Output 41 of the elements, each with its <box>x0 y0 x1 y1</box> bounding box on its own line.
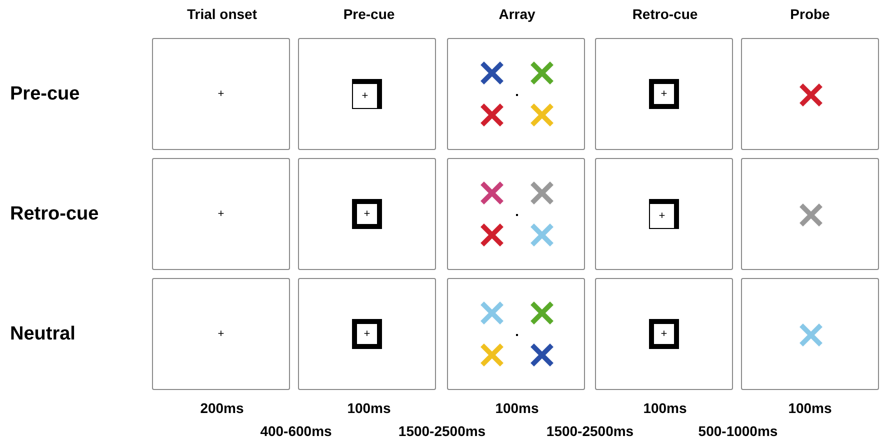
duration-label: 200ms <box>200 401 244 415</box>
duration-label: 500-1000ms <box>698 424 778 438</box>
row-label: Neutral <box>10 324 76 344</box>
column-header: Pre-cue <box>343 7 395 21</box>
column-header: Retro-cue <box>632 7 698 21</box>
duration-label: 100ms <box>495 401 539 415</box>
display-screen <box>595 278 733 390</box>
duration-label: 100ms <box>643 401 687 415</box>
fixation-cross: + <box>218 88 224 100</box>
column-header: Array <box>498 7 536 21</box>
duration-label: 100ms <box>347 401 391 415</box>
duration-label: 1500-2500ms <box>398 424 486 438</box>
display-screen <box>741 278 879 390</box>
fixation-cross: + <box>658 210 666 222</box>
fixation-cross: + <box>660 328 668 340</box>
display-screen <box>298 278 436 390</box>
fixation-cross: + <box>364 328 370 340</box>
display-screen <box>152 278 290 390</box>
row-label: Pre-cue <box>10 84 80 104</box>
fixation-cross: + <box>218 328 224 340</box>
column-header: Probe <box>790 7 830 21</box>
duration-label: 100ms <box>788 401 832 415</box>
display-screen <box>595 38 733 150</box>
display-screen <box>298 158 436 270</box>
display-screen <box>447 278 585 390</box>
fixation-cross: + <box>218 208 224 220</box>
fixation-cross: + <box>364 208 370 220</box>
fixation-cross: + <box>362 90 368 102</box>
display-screen <box>152 158 290 270</box>
display-screen <box>447 38 585 150</box>
display-screen <box>741 158 879 270</box>
duration-label: 1500-2500ms <box>546 424 634 438</box>
column-header: Trial onset <box>186 7 258 21</box>
display-screen <box>447 158 585 270</box>
display-screen <box>595 158 733 270</box>
display-screen <box>298 38 436 150</box>
fixation-cross: + <box>660 88 668 100</box>
display-screen <box>152 38 290 150</box>
row-label: Retro-cue <box>10 204 99 224</box>
display-screen <box>741 38 879 150</box>
duration-label: 400-600ms <box>260 424 332 438</box>
